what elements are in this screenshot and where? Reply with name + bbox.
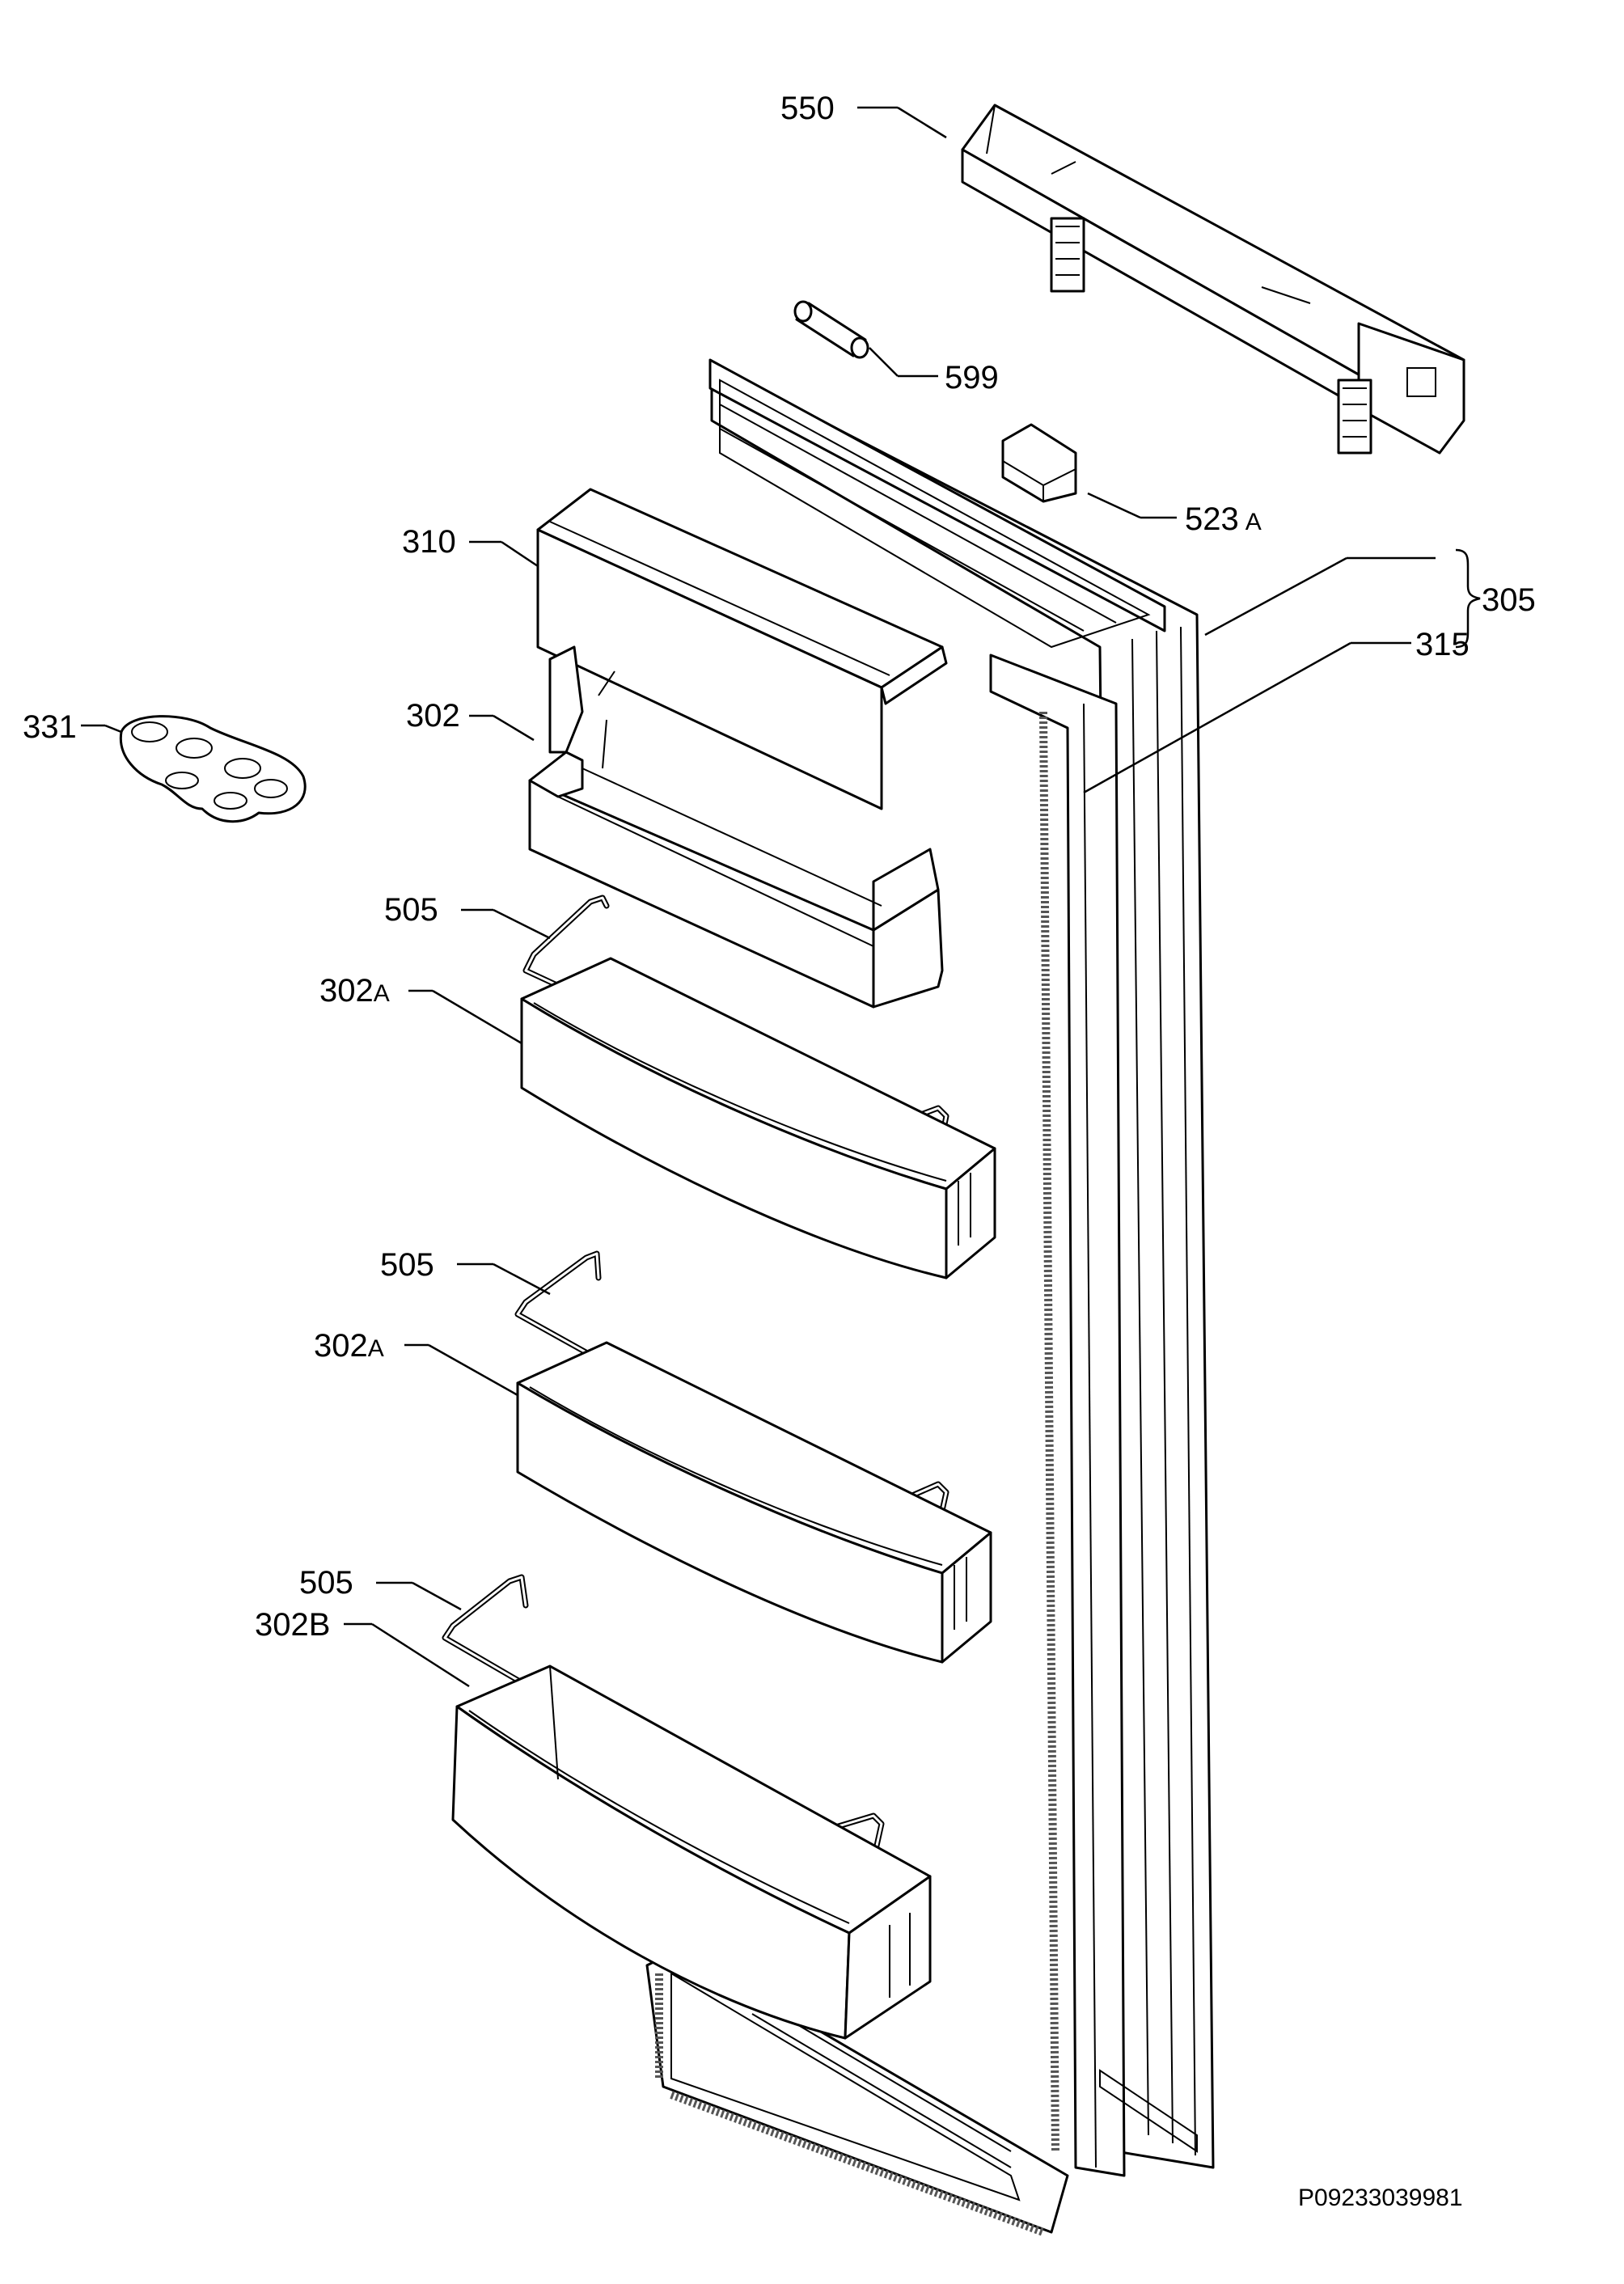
label-302b: 302B: [255, 1607, 330, 1643]
label-302b-number: 302: [255, 1607, 309, 1643]
label-302b-suffix: B: [309, 1607, 331, 1643]
label-599: 599: [945, 360, 999, 395]
label-302a-2-number: 302: [314, 1328, 368, 1364]
label-302a-2-suffix: A: [368, 1335, 384, 1362]
label-302a-1-number: 302: [319, 973, 374, 1009]
label-505-1: 505: [384, 892, 438, 928]
door-gasket-part: [645, 358, 1215, 2236]
label-302: 302: [406, 698, 460, 734]
shelf-lid-part: [536, 488, 948, 810]
top-shelf-part: [528, 645, 944, 1009]
door-shelf-1-part: [520, 957, 996, 1279]
label-550: 550: [780, 91, 835, 126]
label-523a-number: 523: [1185, 501, 1239, 537]
label-302a-2: 302A: [314, 1328, 384, 1364]
door-shelf-3-part: [451, 1664, 932, 2040]
label-523a-suffix: A: [1245, 509, 1262, 535]
label-505-3: 505: [299, 1565, 353, 1601]
label-302a-1-suffix: A: [374, 980, 390, 1007]
hinge-cover-part: [1001, 423, 1077, 503]
egg-tray-part: [119, 715, 307, 823]
label-505-2: 505: [380, 1247, 434, 1283]
leader-lines: [81, 106, 1436, 1688]
door-handle-part: [961, 104, 1465, 455]
label-302a-1: 302A: [319, 973, 390, 1009]
label-331: 331: [23, 709, 77, 745]
bottle-retainer-1-part: [522, 895, 949, 1160]
bottle-retainer-3-part: [442, 1574, 885, 1863]
label-315: 315: [1415, 627, 1470, 662]
diagram-code: P09233039981: [1298, 2185, 1463, 2211]
label-310: 310: [402, 524, 456, 560]
pin-part: [793, 300, 869, 359]
assembly-brace: [1455, 548, 1481, 649]
door-shelf-2-part: [516, 1341, 992, 1664]
bottle-retainer-2-part: [514, 1250, 949, 1532]
label-305: 305: [1482, 582, 1536, 618]
